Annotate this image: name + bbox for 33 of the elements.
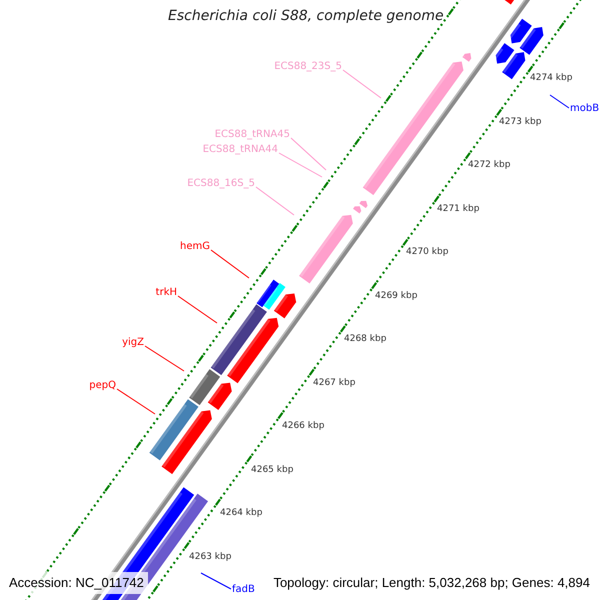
gene-label: trkH xyxy=(156,286,177,300)
gene-label: yigZ xyxy=(122,336,144,350)
leader-line xyxy=(342,70,382,98)
position-label: 4274 kbp xyxy=(530,72,572,84)
leader-line xyxy=(116,388,156,414)
gene-label: pepQ xyxy=(89,379,116,393)
position-label: 4272 kbp xyxy=(468,159,510,171)
position-label: 4266 kbp xyxy=(282,420,324,432)
gene-label: hemG xyxy=(180,240,210,254)
position-label: 4268 kbp xyxy=(344,333,386,345)
leader-line xyxy=(210,250,250,278)
leader-line xyxy=(256,186,294,216)
position-label: 4264 kbp xyxy=(220,507,262,519)
gene-label: ECS88_16S_5 xyxy=(187,177,255,191)
gene-label: mobB xyxy=(570,102,600,116)
position-label: 4265 kbp xyxy=(251,464,294,476)
position-label: 4270 kbp xyxy=(406,246,448,258)
position-label: 4263 kbp xyxy=(189,550,232,562)
position-label: 4271 kbp xyxy=(437,202,480,214)
leader-line xyxy=(144,346,184,372)
gene-label: ECS88_tRNA44 xyxy=(202,143,278,157)
leader-line xyxy=(178,296,218,324)
position-label: 4267 kbp xyxy=(313,376,356,388)
leader-line xyxy=(290,138,326,170)
leader-line xyxy=(550,94,570,108)
title: Escherichia coli S88, complete genome xyxy=(168,9,444,23)
position-label: 4269 kbp xyxy=(375,290,418,302)
position-label: 4273 kbp xyxy=(499,116,542,128)
gene-label: fadB xyxy=(232,583,255,597)
leader-line xyxy=(200,572,232,590)
gene-label: ECS88_tRNA45 xyxy=(214,128,290,142)
leader-line xyxy=(278,152,322,178)
gene-label: ECS88_23S_5 xyxy=(274,60,342,74)
